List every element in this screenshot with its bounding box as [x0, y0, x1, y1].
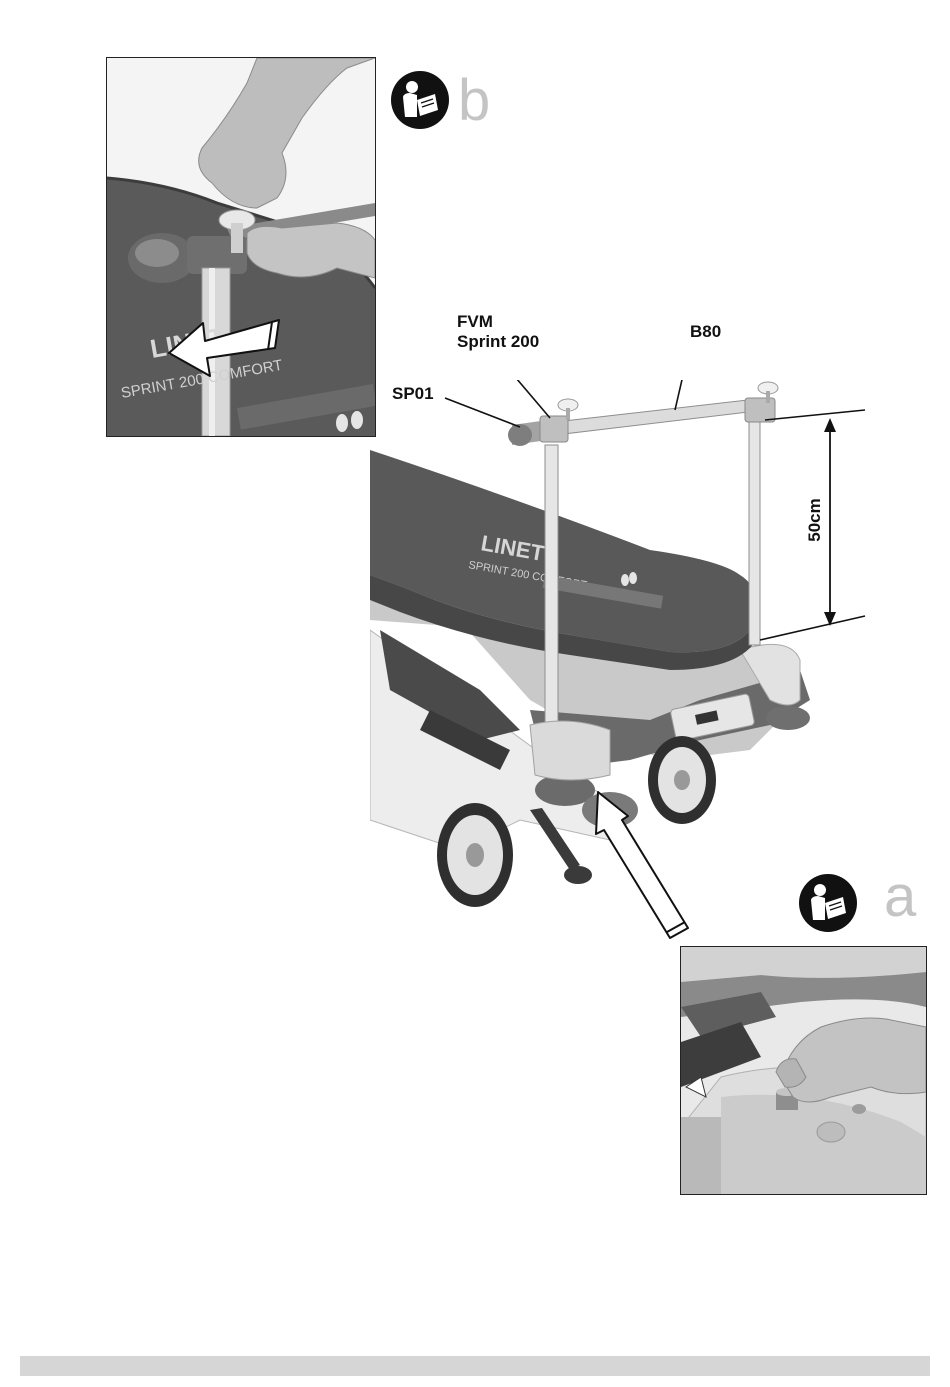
sp01-label: SP01 [392, 384, 434, 404]
read-manual-icon [390, 70, 450, 130]
socket-insertion-illustration [681, 947, 926, 1194]
footer-bar [20, 1356, 930, 1376]
step-letter-a: a [884, 868, 916, 926]
stretcher-illustration: LINET SPRINT 200 COMFORT [370, 380, 870, 940]
photo-pole-attachment: LINET SPRINT 200 COMFORT [106, 57, 376, 437]
fvm-label-line1: FVM [457, 312, 539, 332]
fvm-label: FVM Sprint 200 [457, 312, 539, 352]
fvm-label-line2: Sprint 200 [457, 332, 539, 352]
b80-label: B80 [690, 322, 721, 342]
pole-attachment-illustration: LINET SPRINT 200 COMFORT [107, 58, 375, 436]
step-letter-b: b [458, 72, 490, 130]
height-dimension-label: 50cm [805, 495, 825, 545]
read-manual-icon [798, 873, 858, 933]
photo-socket-insertion [680, 946, 927, 1195]
